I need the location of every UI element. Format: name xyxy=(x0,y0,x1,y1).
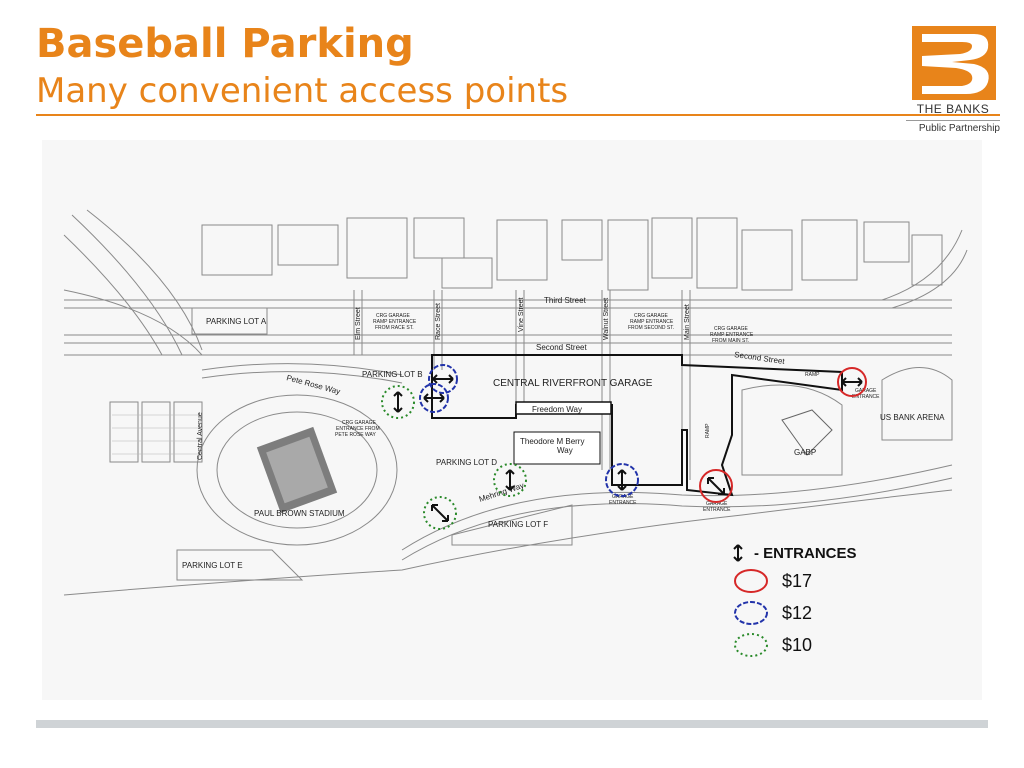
garage-entrance-note-5: GARAGE xyxy=(855,388,877,394)
entrance-markers xyxy=(381,364,867,530)
race-ramp-note-2: RAMP ENTRANCE xyxy=(373,319,417,325)
entrance-marker-12-mehring[interactable] xyxy=(605,463,639,497)
second-street-label: Second Street xyxy=(536,343,587,352)
entrance-arrow-icon xyxy=(733,544,743,562)
map-drawing: Third Street Second Street Second Street… xyxy=(63,209,968,596)
entrance-marker-12-race-2[interactable] xyxy=(419,383,449,413)
freedom-way-box xyxy=(515,401,612,415)
stadium-field xyxy=(256,426,338,514)
pete-rose-note-1: CRG GARAGE xyxy=(342,420,377,426)
entrance-marker-12-race-1[interactable] xyxy=(428,364,458,394)
logo-tagline: Public Partnership xyxy=(918,123,1000,134)
the-banks-logo: THE BANKS Public Partnership xyxy=(906,26,1000,140)
entrance-marker-10-mehring[interactable] xyxy=(423,496,457,530)
parking-lot-e-label: PARKING LOT E xyxy=(182,561,243,570)
parking-lot-a-label: PARKING LOT A xyxy=(206,317,267,326)
race-ramp-note-1: CRG GARAGE xyxy=(376,313,411,319)
garage-entrance-note-1: GARAGE xyxy=(612,494,634,500)
logo-name: THE BANKS xyxy=(916,102,990,116)
main-ramp-note-3: FROM MAIN ST. xyxy=(712,338,749,344)
entrance-marker-10-lot-d[interactable] xyxy=(493,463,527,497)
ramp-label-right: RAMP xyxy=(805,372,820,378)
race-street-label: Race Street xyxy=(435,303,442,340)
price-legend: - ENTRANCES $17 $12 $10 xyxy=(732,538,932,668)
gabp-field xyxy=(781,409,833,456)
vine-street-label: Vine Street xyxy=(518,297,525,332)
green-circle-icon xyxy=(734,633,768,657)
banks-logo-icon xyxy=(912,26,996,100)
parking-lot-f-label: PARKING LOT F xyxy=(488,520,548,529)
second-ramp-note-3: FROM SECOND ST. xyxy=(628,325,674,331)
legend-price-10: $10 xyxy=(782,634,813,655)
garage-entrance-note-2: ENTRANCE xyxy=(609,500,637,506)
legend-title: - ENTRANCES xyxy=(754,544,857,562)
ramp-label-main: RAMP xyxy=(705,423,711,438)
main-ramp-note-2: RAMP ENTRANCE xyxy=(710,332,754,338)
second-ramp-note-2: RAMP ENTRANCE xyxy=(630,319,674,325)
berry-way-box xyxy=(513,431,601,465)
legend-item-17: $17 xyxy=(732,566,812,596)
logo-divider xyxy=(906,120,1000,121)
pete-rose-note-2: ENTRANCE FROM xyxy=(336,426,380,432)
title-divider xyxy=(36,114,1000,116)
legend-item-10: $10 xyxy=(732,630,812,660)
race-ramp-note-3: FROM RACE ST. xyxy=(375,325,414,331)
mehring-way-label: Mehring Way xyxy=(478,481,525,504)
second-ramp-note-1: CRG GARAGE xyxy=(634,313,669,319)
main-ramp-note-1: CRG GARAGE xyxy=(714,326,749,332)
pete-rose-note-3: PETE ROSE WAY xyxy=(335,432,377,438)
footer-bar xyxy=(36,720,988,728)
garage-entrance-note-6: ENTRANCE xyxy=(852,394,880,400)
walnut-street-label: Walnut Street xyxy=(603,298,610,340)
entrance-marker-17-gabp[interactable] xyxy=(699,469,733,503)
pete-rose-way-label: Pete Rose Way xyxy=(285,373,341,396)
arena-label: US BANK ARENA xyxy=(880,413,945,422)
blue-circle-icon xyxy=(734,601,768,625)
garage-label: CENTRAL RIVERFRONT GARAGE xyxy=(493,378,653,389)
central-avenue-label: Central Avenue xyxy=(197,412,204,460)
garage-entrance-note-4: ENTRANCE xyxy=(703,507,731,513)
slide-subtitle: Many convenient access points xyxy=(36,71,569,111)
second-street-right-label: Second Street xyxy=(734,350,786,366)
red-circle-icon xyxy=(734,569,768,593)
legend-price-17: $17 xyxy=(782,570,813,591)
entrance-marker-17-arena[interactable] xyxy=(837,367,867,397)
main-street-label: Main Street xyxy=(684,304,691,340)
elm-street-label: Elm Street xyxy=(355,307,362,340)
parking-lot-b-label: PARKING LOT B xyxy=(362,370,423,379)
garage-entrance-note-3: GARAGE xyxy=(706,501,728,507)
legend-price-12: $12 xyxy=(782,602,813,623)
legend-item-12: $12 xyxy=(732,598,812,628)
berry-way-label-2: Way xyxy=(557,446,573,455)
parking-lot-d-label: PARKING LOT D xyxy=(436,458,497,467)
berry-way-label: Theodore M Berry xyxy=(520,437,584,446)
third-street-label: Third Street xyxy=(544,296,587,305)
legend-entrances: - ENTRANCES xyxy=(732,538,857,568)
stadium-label: PAUL BROWN STADIUM xyxy=(254,509,345,518)
freedom-way-label: Freedom Way xyxy=(532,405,582,414)
slide-title: Baseball Parking xyxy=(36,21,414,67)
entrance-marker-10-pete-rose[interactable] xyxy=(381,385,415,419)
gabp-label: GABP xyxy=(794,448,816,457)
parking-map: Third Street Second Street Second Street… xyxy=(42,140,982,700)
